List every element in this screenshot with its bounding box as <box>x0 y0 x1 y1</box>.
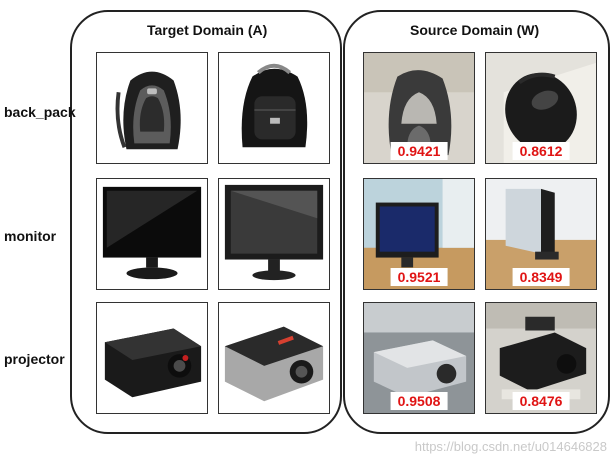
similarity-score: 0.9521 <box>390 268 448 286</box>
row-label-monitor: monitor <box>4 228 57 244</box>
similarity-score: 0.8349 <box>512 268 570 286</box>
source-projector-image-2: 0.8476 <box>485 302 597 414</box>
similarity-score: 0.9508 <box>390 392 448 410</box>
similarity-score: 0.8612 <box>512 142 570 160</box>
source-monitor-image-1: 0.9521 <box>363 178 475 290</box>
target-monitor-image-1 <box>96 178 208 290</box>
target-projector-image-1 <box>96 302 208 414</box>
row-label-back-pack: back_pack <box>4 104 76 120</box>
source-monitor-image-2: 0.8349 <box>485 178 597 290</box>
source-backpack-image-1: 0.9421 <box>363 52 475 164</box>
row-label-projector: projector <box>4 351 65 367</box>
target-monitor-image-2 <box>218 178 330 290</box>
watermark-text: https://blog.csdn.net/u014646828 <box>414 439 607 454</box>
target-backpack-image-1 <box>96 52 208 164</box>
source-projector-image-1: 0.9508 <box>363 302 475 414</box>
target-backpack-image-2 <box>218 52 330 164</box>
source-domain-title: Source Domain (W) <box>410 22 540 38</box>
similarity-score: 0.8476 <box>512 392 570 410</box>
target-domain-title: Target Domain (A) <box>147 22 268 38</box>
source-backpack-image-2: 0.8612 <box>485 52 597 164</box>
similarity-score: 0.9421 <box>390 142 448 160</box>
target-projector-image-2 <box>218 302 330 414</box>
